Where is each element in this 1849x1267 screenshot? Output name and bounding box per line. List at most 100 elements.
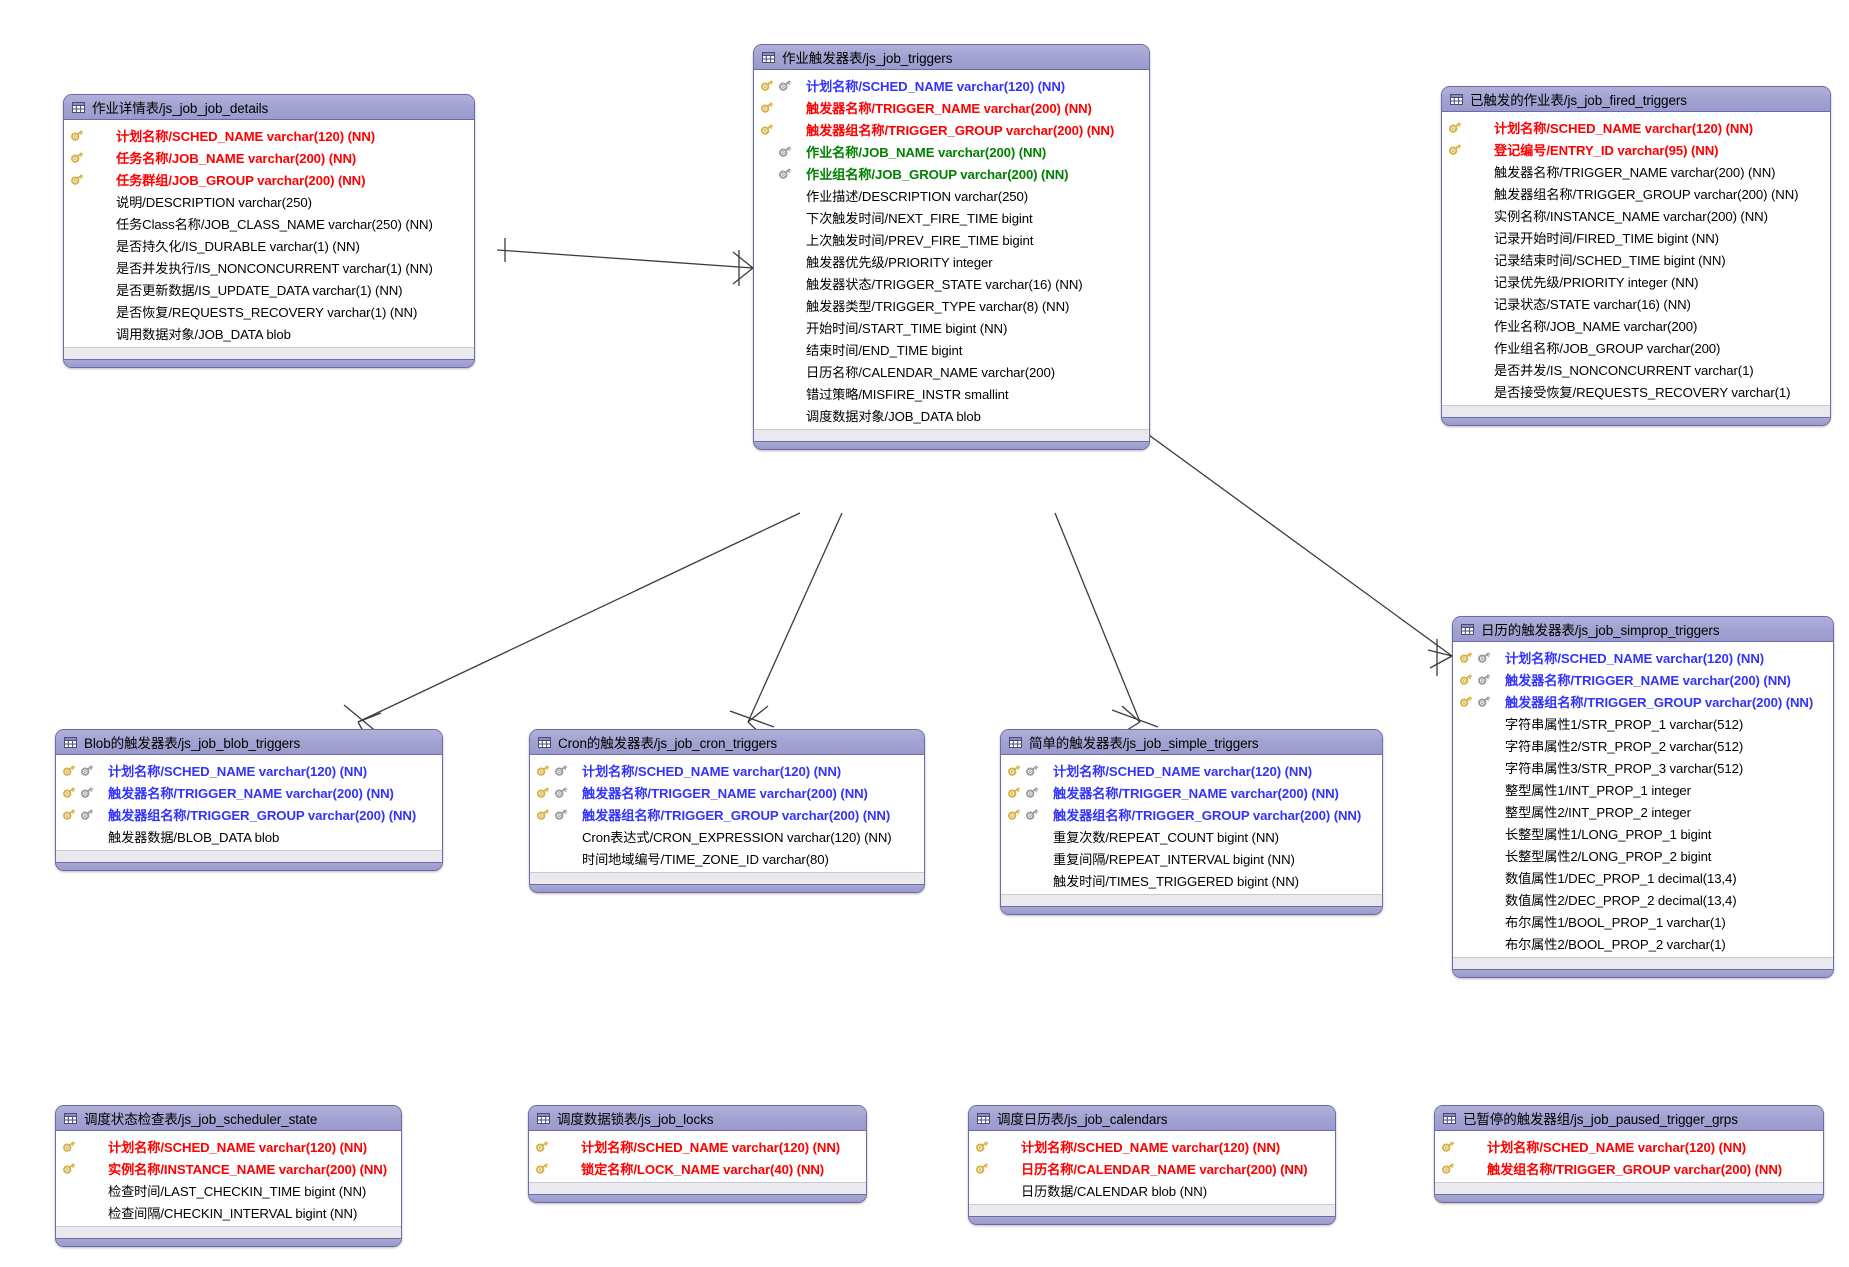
attribute-row[interactable]: 作业组名称/JOB_GROUP varchar(200) (NN) [754,162,1149,184]
attribute-row[interactable]: 触发器名称/TRIGGER_NAME varchar(200) (NN) [1442,160,1830,182]
attribute-row[interactable]: 记录状态/STATE varchar(16) (NN) [1442,292,1830,314]
attribute-row[interactable]: 数值属性1/DEC_PROP_1 decimal(13,4) [1453,866,1833,888]
attribute-row[interactable]: 任务群组/JOB_GROUP varchar(200) (NN) [64,168,474,190]
attribute-row[interactable]: 整型属性1/INT_PROP_1 integer [1453,778,1833,800]
attribute-row[interactable]: 计划名称/SCHED_NAME varchar(120) (NN) [1453,646,1833,668]
attribute-row[interactable]: 长整型属性2/LONG_PROP_2 bigint [1453,844,1833,866]
attribute-row[interactable]: 计划名称/SCHED_NAME varchar(120) (NN) [1001,759,1382,781]
entity-header-cron_triggers[interactable]: Cron的触发器表/js_job_cron_triggers [530,730,924,755]
entity-job_triggers[interactable]: 作业触发器表/js_job_triggers 计划名称/SCHED_NAME va… [753,44,1150,450]
attribute-row[interactable]: 计划名称/SCHED_NAME varchar(120) (NN) [64,124,474,146]
entity-header-simprop_triggers[interactable]: 日历的触发器表/js_job_simprop_triggers [1453,617,1833,642]
attribute-row[interactable]: 检查间隔/CHECKIN_INTERVAL bigint (NN) [56,1201,401,1223]
attribute-row[interactable]: 触发器组名称/TRIGGER_GROUP varchar(200) (NN) [754,118,1149,140]
entity-paused_trigger_grps[interactable]: 已暂停的触发器组/js_job_paused_trigger_grps 计划名称/… [1434,1105,1824,1203]
attribute-row[interactable]: 计划名称/SCHED_NAME varchar(120) (NN) [56,759,442,781]
attribute-row[interactable]: 是否更新数据/IS_UPDATE_DATA varchar(1) (NN) [64,278,474,300]
attribute-row[interactable]: 布尔属性1/BOOL_PROP_1 varchar(1) [1453,910,1833,932]
entity-header-paused_trigger_grps[interactable]: 已暂停的触发器组/js_job_paused_trigger_grps [1435,1106,1823,1131]
attribute-row[interactable]: 检查时间/LAST_CHECKIN_TIME bigint (NN) [56,1179,401,1201]
attribute-row[interactable]: 下次触发时间/NEXT_FIRE_TIME bigint [754,206,1149,228]
attribute-row[interactable]: 任务Class名称/JOB_CLASS_NAME varchar(250) (N… [64,212,474,234]
entity-fired_triggers[interactable]: 已触发的作业表/js_job_fired_triggers 计划名称/SCHED_… [1441,86,1831,426]
attribute-row[interactable]: 触发器组名称/TRIGGER_GROUP varchar(200) (NN) [1001,803,1382,825]
attribute-row[interactable]: 计划名称/SCHED_NAME varchar(120) (NN) [530,759,924,781]
attribute-row[interactable]: 是否并发执行/IS_NONCONCURRENT varchar(1) (NN) [64,256,474,278]
attribute-row[interactable]: Cron表达式/CRON_EXPRESSION varchar(120) (NN… [530,825,924,847]
attribute-row[interactable]: 登记编号/ENTRY_ID varchar(95) (NN) [1442,138,1830,160]
attribute-row[interactable]: 调用数据对象/JOB_DATA blob [64,322,474,344]
attribute-row[interactable]: 作业描述/DESCRIPTION varchar(250) [754,184,1149,206]
attribute-row[interactable]: 日历名称/CALENDAR_NAME varchar(200) [754,360,1149,382]
attribute-row[interactable]: 记录优先级/PRIORITY integer (NN) [1442,270,1830,292]
attribute-row[interactable]: 触发器名称/TRIGGER_NAME varchar(200) (NN) [56,781,442,803]
attribute-row[interactable]: 错过策略/MISFIRE_INSTR smallint [754,382,1149,404]
attribute-row[interactable]: 时间地域编号/TIME_ZONE_ID varchar(80) [530,847,924,869]
attribute-row[interactable]: 记录结束时间/SCHED_TIME bigint (NN) [1442,248,1830,270]
entity-scheduler_state[interactable]: 调度状态检查表/js_job_scheduler_state 计划名称/SCHED… [55,1105,402,1247]
attribute-row[interactable]: 是否并发/IS_NONCONCURRENT varchar(1) [1442,358,1830,380]
entity-blob_triggers[interactable]: Blob的触发器表/js_job_blob_triggers 计划名称/SCHED… [55,729,443,871]
attribute-row[interactable]: 记录开始时间/FIRED_TIME bigint (NN) [1442,226,1830,248]
attribute-row[interactable]: 作业名称/JOB_NAME varchar(200) (NN) [754,140,1149,162]
entity-header-locks[interactable]: 调度数据锁表/js_job_locks [529,1106,866,1131]
attribute-row[interactable]: 计划名称/SCHED_NAME varchar(120) (NN) [1435,1135,1823,1157]
attribute-row[interactable]: 作业组名称/JOB_GROUP varchar(200) [1442,336,1830,358]
attribute-row[interactable]: 锁定名称/LOCK_NAME varchar(40) (NN) [529,1157,866,1179]
attribute-row[interactable]: 计划名称/SCHED_NAME varchar(120) (NN) [1442,116,1830,138]
entity-header-job_triggers[interactable]: 作业触发器表/js_job_triggers [754,45,1149,70]
attribute-row[interactable]: 触发组名称/TRIGGER_GROUP varchar(200) (NN) [1435,1157,1823,1179]
attribute-row[interactable]: 日历名称/CALENDAR_NAME varchar(200) (NN) [969,1157,1335,1179]
entity-cron_triggers[interactable]: Cron的触发器表/js_job_cron_triggers 计划名称/SCHED… [529,729,925,893]
attribute-row[interactable]: 是否接受恢复/REQUESTS_RECOVERY varchar(1) [1442,380,1830,402]
attribute-row[interactable]: 任务名称/JOB_NAME varchar(200) (NN) [64,146,474,168]
attribute-row[interactable]: 触发器名称/TRIGGER_NAME varchar(200) (NN) [1453,668,1833,690]
entity-header-simple_triggers[interactable]: 简单的触发器表/js_job_simple_triggers [1001,730,1382,755]
attribute-row[interactable]: 计划名称/SCHED_NAME varchar(120) (NN) [969,1135,1335,1157]
attribute-row[interactable]: 触发器名称/TRIGGER_NAME varchar(200) (NN) [754,96,1149,118]
attribute-row[interactable]: 触发器优先级/PRIORITY integer [754,250,1149,272]
attribute-row[interactable]: 计划名称/SCHED_NAME varchar(120) (NN) [529,1135,866,1157]
attribute-row[interactable]: 触发器名称/TRIGGER_NAME varchar(200) (NN) [1001,781,1382,803]
attribute-row[interactable]: 作业名称/JOB_NAME varchar(200) [1442,314,1830,336]
attribute-row[interactable]: 说明/DESCRIPTION varchar(250) [64,190,474,212]
attribute-row[interactable]: 布尔属性2/BOOL_PROP_2 varchar(1) [1453,932,1833,954]
entity-simprop_triggers[interactable]: 日历的触发器表/js_job_simprop_triggers 计划名称/SCHE… [1452,616,1834,978]
entity-header-job_details[interactable]: 作业详情表/js_job_job_details [64,95,474,120]
entity-header-fired_triggers[interactable]: 已触发的作业表/js_job_fired_triggers [1442,87,1830,112]
attribute-row[interactable]: 日历数据/CALENDAR blob (NN) [969,1179,1335,1201]
attribute-row[interactable]: 字符串属性1/STR_PROP_1 varchar(512) [1453,712,1833,734]
attribute-row[interactable]: 触发器状态/TRIGGER_STATE varchar(16) (NN) [754,272,1149,294]
attribute-row[interactable]: 整型属性2/INT_PROP_2 integer [1453,800,1833,822]
attribute-row[interactable]: 计划名称/SCHED_NAME varchar(120) (NN) [754,74,1149,96]
attribute-row[interactable]: 实例名称/INSTANCE_NAME varchar(200) (NN) [1442,204,1830,226]
attribute-row[interactable]: 数值属性2/DEC_PROP_2 decimal(13,4) [1453,888,1833,910]
attribute-row[interactable]: 开始时间/START_TIME bigint (NN) [754,316,1149,338]
attribute-row[interactable]: 触发器名称/TRIGGER_NAME varchar(200) (NN) [530,781,924,803]
entity-header-calendars[interactable]: 调度日历表/js_job_calendars [969,1106,1335,1131]
entity-header-scheduler_state[interactable]: 调度状态检查表/js_job_scheduler_state [56,1106,401,1131]
attribute-row[interactable]: 重复次数/REPEAT_COUNT bigint (NN) [1001,825,1382,847]
attribute-row[interactable]: 上次触发时间/PREV_FIRE_TIME bigint [754,228,1149,250]
attribute-row[interactable]: 字符串属性3/STR_PROP_3 varchar(512) [1453,756,1833,778]
attribute-row[interactable]: 触发器组名称/TRIGGER_GROUP varchar(200) (NN) [1453,690,1833,712]
attribute-row[interactable]: 是否恢复/REQUESTS_RECOVERY varchar(1) (NN) [64,300,474,322]
attribute-row[interactable]: 触发器组名称/TRIGGER_GROUP varchar(200) (NN) [1442,182,1830,204]
attribute-row[interactable]: 是否持久化/IS_DURABLE varchar(1) (NN) [64,234,474,256]
attribute-row[interactable]: 触发器组名称/TRIGGER_GROUP varchar(200) (NN) [56,803,442,825]
entity-job_details[interactable]: 作业详情表/js_job_job_details 计划名称/SCHED_NAME … [63,94,475,368]
entity-locks[interactable]: 调度数据锁表/js_job_locks 计划名称/SCHED_NAME varch… [528,1105,867,1203]
attribute-row[interactable]: 长整型属性1/LONG_PROP_1 bigint [1453,822,1833,844]
attribute-row[interactable]: 触发器类型/TRIGGER_TYPE varchar(8) (NN) [754,294,1149,316]
entity-header-blob_triggers[interactable]: Blob的触发器表/js_job_blob_triggers [56,730,442,755]
attribute-row[interactable]: 实例名称/INSTANCE_NAME varchar(200) (NN) [56,1157,401,1179]
attribute-row[interactable]: 结束时间/END_TIME bigint [754,338,1149,360]
attribute-row[interactable]: 调度数据对象/JOB_DATA blob [754,404,1149,426]
attribute-row[interactable]: 触发器组名称/TRIGGER_GROUP varchar(200) (NN) [530,803,924,825]
attribute-row[interactable]: 触发时间/TIMES_TRIGGERED bigint (NN) [1001,869,1382,891]
entity-simple_triggers[interactable]: 简单的触发器表/js_job_simple_triggers 计划名称/SCHED… [1000,729,1383,915]
attribute-row[interactable]: 重复间隔/REPEAT_INTERVAL bigint (NN) [1001,847,1382,869]
attribute-row[interactable]: 触发器数据/BLOB_DATA blob [56,825,442,847]
entity-calendars[interactable]: 调度日历表/js_job_calendars 计划名称/SCHED_NAME va… [968,1105,1336,1225]
attribute-row[interactable]: 计划名称/SCHED_NAME varchar(120) (NN) [56,1135,401,1157]
